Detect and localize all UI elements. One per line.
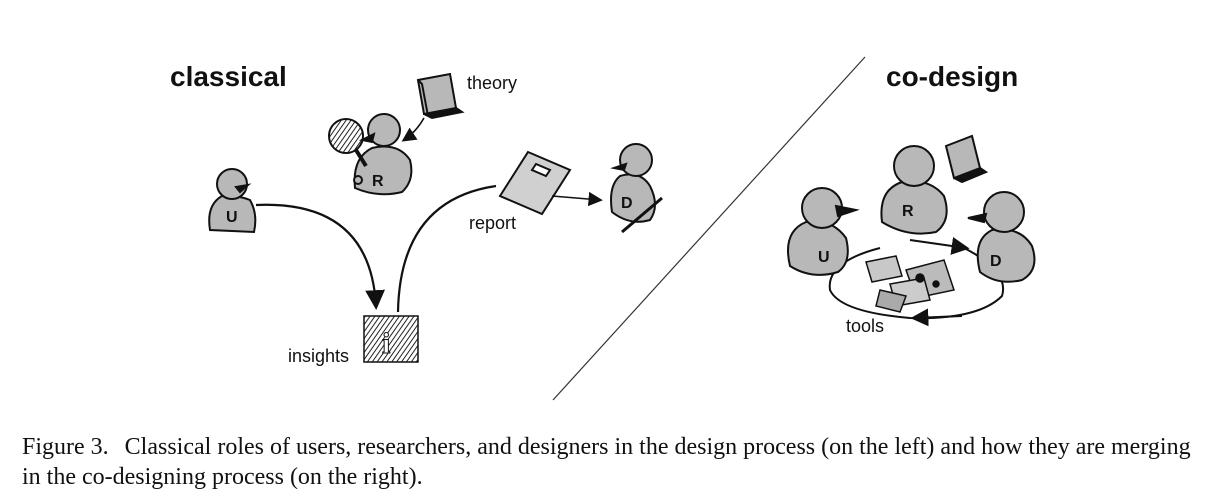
theory-book-icon [416,72,465,120]
researcher-figure: R [353,113,413,196]
caption-number: Figure 3. [22,434,109,460]
diagram-canvas: classical co-design U R theory D [170,56,1036,401]
co-design-title: co-design [886,61,1018,92]
researcher-letter: R [372,173,384,190]
caption-text: Classical roles of users, researchers, a… [22,434,1191,490]
co-design-book-icon [944,134,989,184]
theory-label: theory [467,73,517,93]
svg-text:i: i [382,327,390,360]
insights-to-report-line [396,184,497,313]
co-design-cycle-line [828,245,1005,320]
figure-caption: Figure 3.Classical roles of users, resea… [22,432,1202,492]
co-design-researcher-letter: R [902,203,914,220]
diagram: classical co-design U R theory D [170,56,1036,401]
co-design-designer-letter: D [990,253,1002,270]
co-design-user-figure: U [787,187,860,276]
user-figure: U [208,168,257,234]
cycle-arrow-top [909,237,970,255]
co-design-researcher-figure: R [880,145,948,235]
pen-icon [621,196,663,234]
report-label: report [469,213,516,233]
insights-block-icon: i [363,315,419,363]
user-letter: U [226,209,238,226]
co-design-designer-figure: D [967,191,1036,283]
cycle-arrow-bottom [910,308,963,327]
divider-line [552,56,866,401]
tools-pile-icon [865,255,955,313]
report-document-icon [498,150,572,216]
tools-label: tools [846,316,884,336]
theory-arrow [401,117,425,142]
designer-letter: D [621,195,633,212]
designer-figure: D [610,143,656,223]
insights-label: insights [288,346,349,366]
report-to-designer-arrow [551,191,603,207]
classical-title: classical [170,61,287,92]
magnifying-glass-icon [328,118,368,185]
user-to-insights-arrow [255,203,385,310]
co-design-user-letter: U [818,249,830,266]
